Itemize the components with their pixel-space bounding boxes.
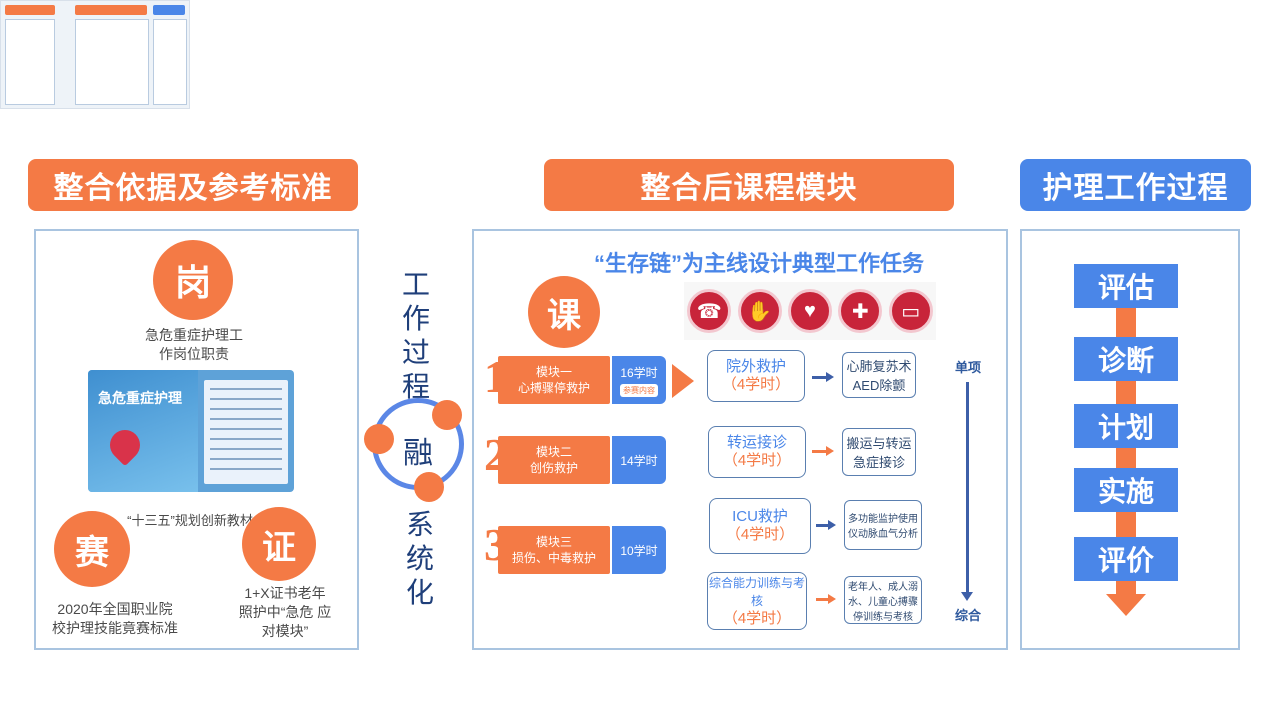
scale-line bbox=[966, 382, 969, 594]
task-detail: 老年人、成人溺水、儿童心搏骤停训练与考核 bbox=[844, 576, 922, 624]
book-caption: “十三五”规划创新教材 bbox=[127, 513, 253, 528]
task-name: ICU救护 bbox=[732, 508, 788, 525]
task-box: ICU救护 （4学时） bbox=[709, 498, 811, 554]
textbook-image: 急危重症护理 bbox=[88, 370, 294, 492]
monitor-icon: ▭ bbox=[888, 289, 933, 333]
module-hours: 10学时 bbox=[612, 526, 666, 574]
module-name: 模块一 bbox=[535, 365, 572, 379]
task-detail: 心肺复苏术AED除颤 bbox=[842, 352, 916, 398]
task-box: 院外救护 （4学时） bbox=[707, 350, 805, 402]
arrow-right-icon bbox=[816, 594, 836, 604]
fusion-dot-bottom bbox=[414, 472, 444, 502]
module-name: 模块二 bbox=[535, 445, 572, 459]
fusion-bottom-text: 系 统 化 bbox=[400, 508, 440, 610]
task-detail: 搬运与转运急症接诊 bbox=[842, 428, 916, 476]
task-box: 综合能力训练与考核 （4学时） bbox=[707, 572, 807, 630]
header-middle: 整合后课程模块 bbox=[544, 159, 954, 211]
thumb-panel-left bbox=[5, 19, 55, 105]
process-step: 评价 bbox=[1074, 537, 1178, 581]
gang-circle: 岗 bbox=[153, 240, 233, 320]
zheng-text: 1+X证书老年 照护中“急危 应 对模块” bbox=[210, 584, 360, 641]
fusion-top-char: 作 bbox=[401, 303, 430, 334]
fusion-bottom-char: 统 bbox=[405, 543, 434, 574]
scale-bottom-label: 综合 bbox=[954, 608, 981, 623]
sai-circle: 赛 bbox=[54, 511, 130, 587]
task-name: 转运接诊 bbox=[726, 434, 787, 451]
module-hours: 14学时 bbox=[612, 436, 666, 484]
middle-subtitle: “生存链”为主线设计典型工作任务 bbox=[594, 251, 925, 276]
thumb-header-right bbox=[153, 5, 185, 15]
fusion-top-text: 工 作 过 程 bbox=[396, 268, 436, 404]
module-topic: 心搏骤停救护 bbox=[517, 381, 590, 395]
thumb-panel-middle bbox=[75, 19, 149, 105]
task-hours: （4学时） bbox=[722, 452, 792, 469]
module-hours-value: 16学时 bbox=[620, 365, 658, 380]
module-topic: 创伤救护 bbox=[529, 461, 578, 475]
sai-text-line1: 2020年全国职业院 bbox=[57, 601, 173, 617]
module-name: 模块三 bbox=[535, 535, 572, 549]
survival-chain-icons: ☎ ✋ ♥ ✚ ▭ bbox=[684, 282, 936, 340]
book-toc bbox=[204, 380, 288, 484]
zheng-text-line2: 照护中“急危 应 bbox=[238, 604, 332, 620]
fusion-top-char: 工 bbox=[401, 269, 430, 300]
module-topic: 损伤、中毒救护 bbox=[511, 551, 596, 565]
fusion-top-char: 过 bbox=[401, 337, 430, 368]
arrow-down-icon bbox=[1106, 594, 1146, 616]
zheng-text-line1: 1+X证书老年 bbox=[244, 585, 326, 601]
process-step: 评估 bbox=[1074, 264, 1178, 308]
task-detail: 多功能监护使用仪动脉血气分析 bbox=[844, 500, 922, 550]
module-label: 模块二 创伤救护 bbox=[498, 436, 610, 484]
fusion-top-char: 程 bbox=[401, 371, 430, 402]
gang-text: 急危重症护理工 作岗位职责 bbox=[114, 326, 274, 364]
scale-top-label: 单项 bbox=[954, 360, 981, 375]
chevron-right-icon bbox=[672, 364, 694, 398]
arrow-right-icon bbox=[812, 446, 834, 456]
book-title: 急危重症护理 bbox=[98, 390, 182, 406]
ke-circle: 课 bbox=[528, 276, 600, 348]
task-box: 转运接诊 （4学时） bbox=[708, 426, 806, 478]
fusion-dot-top bbox=[432, 400, 462, 430]
task-hours: （4学时） bbox=[721, 376, 791, 393]
module-label: 模块三 损伤、中毒救护 bbox=[498, 526, 610, 574]
thumb-header-left bbox=[5, 5, 55, 15]
task-name: 院外救护 bbox=[725, 358, 786, 375]
contest-tag: 参赛内容 bbox=[620, 383, 658, 397]
arrow-down-icon bbox=[961, 592, 973, 601]
process-step: 实施 bbox=[1074, 468, 1178, 512]
module-hours: 16学时 参赛内容 bbox=[612, 356, 666, 404]
ambulance-icon: ✚ bbox=[838, 289, 883, 333]
sai-text-line2: 校护理技能竟赛标准 bbox=[52, 620, 178, 636]
fusion-bottom-char: 系 bbox=[405, 509, 434, 540]
zheng-text-line3: 对模块” bbox=[261, 623, 309, 639]
task-name: 综合能力训练与考核 bbox=[708, 576, 805, 608]
module-label: 模块一 心搏骤停救护 bbox=[498, 356, 610, 404]
hands-icon: ✋ bbox=[737, 289, 782, 333]
phone-icon: ☎ bbox=[687, 289, 732, 333]
fusion-center: 融 bbox=[403, 437, 433, 470]
gang-text-line1: 急危重症护理工 bbox=[145, 327, 243, 343]
slide-thumbnail[interactable] bbox=[0, 0, 190, 109]
arrow-right-icon bbox=[816, 520, 836, 530]
process-step: 计划 bbox=[1074, 404, 1178, 448]
heart-defib-icon: ♥ bbox=[787, 289, 832, 333]
sai-text: 2020年全国职业院 校护理技能竟赛标准 bbox=[40, 600, 190, 638]
header-left: 整合依据及参考标准 bbox=[28, 159, 358, 211]
fusion-dot-left bbox=[364, 424, 394, 454]
header-right: 护理工作过程 bbox=[1020, 159, 1251, 211]
book-cover bbox=[88, 370, 198, 492]
task-hours: （4学时） bbox=[725, 526, 795, 543]
task-hours: （4学时） bbox=[722, 610, 792, 627]
fusion-bottom-char: 化 bbox=[405, 577, 434, 608]
thumb-panel-right bbox=[153, 19, 187, 105]
arrow-right-icon bbox=[812, 372, 834, 382]
process-step: 诊断 bbox=[1074, 337, 1178, 381]
gang-text-line2: 作岗位职责 bbox=[159, 346, 229, 362]
zheng-circle: 证 bbox=[242, 507, 316, 581]
thumb-header-middle bbox=[75, 5, 147, 15]
